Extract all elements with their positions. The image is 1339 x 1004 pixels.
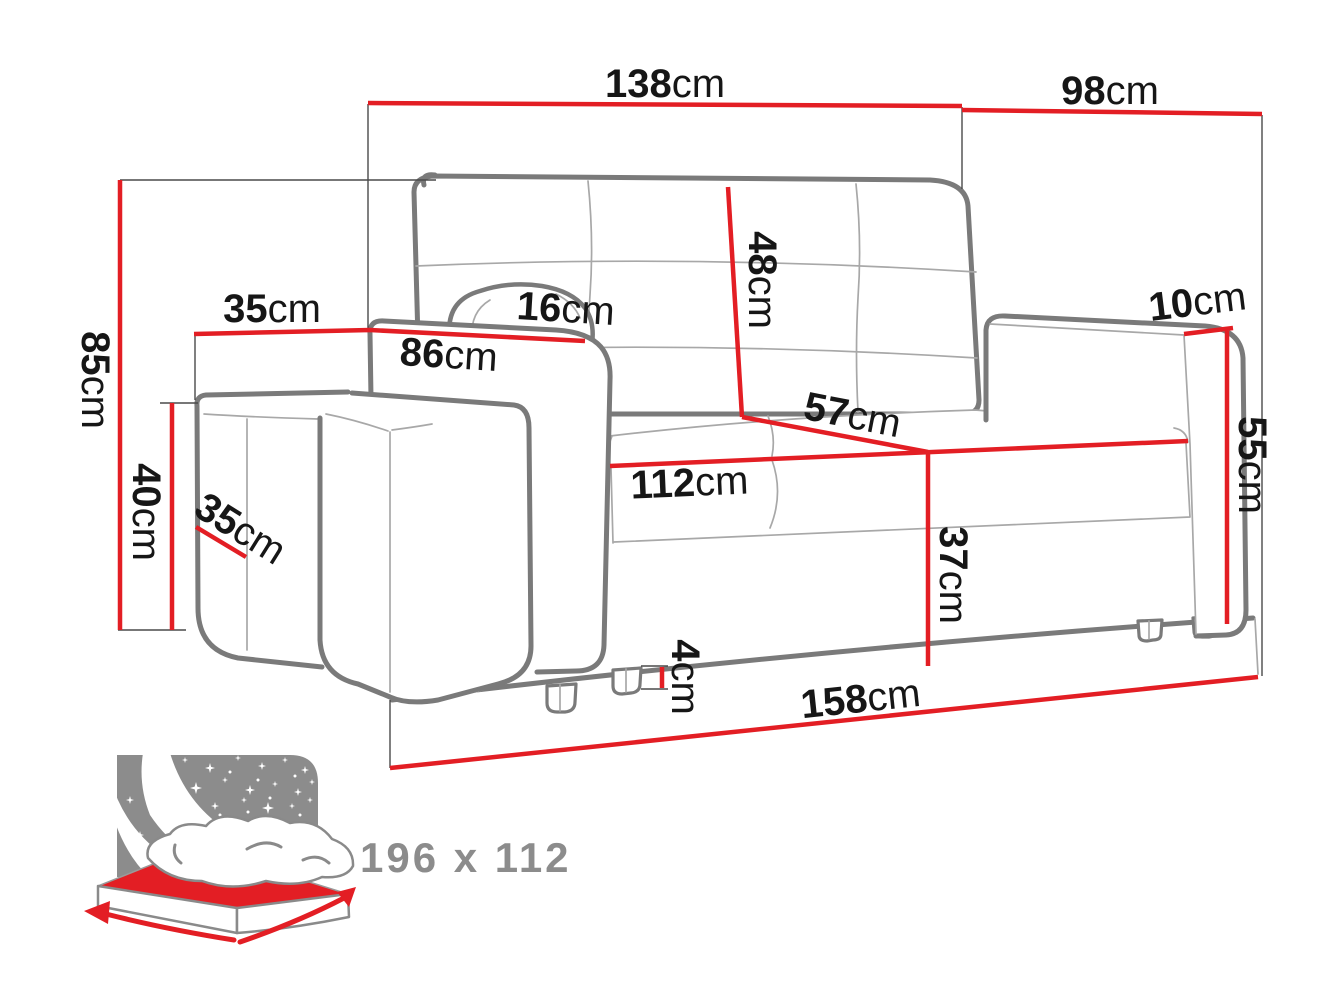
backrest-seam-v2 <box>855 183 861 413</box>
pouf-back-top-seam <box>203 413 319 420</box>
right-armrest-fill <box>986 315 1246 636</box>
dim-label-armrest-width: 16cm <box>516 284 616 334</box>
star-dot-icon <box>158 788 162 792</box>
star-dot-icon <box>298 813 302 817</box>
dim-line-base-width <box>389 674 1259 771</box>
duvet-fold-3 <box>172 843 183 865</box>
dim-label-leg-height: 4cm <box>663 639 707 715</box>
seat-fill <box>608 410 1190 542</box>
dim-label-seat-depth: 57cm <box>800 384 904 446</box>
sofa-leg-front-mid <box>611 666 643 696</box>
dim-line-width-total <box>367 100 963 109</box>
duvet-fold-1 <box>245 841 283 851</box>
seat-divider-seam <box>767 415 779 529</box>
base-right-corner <box>1254 618 1259 675</box>
base-bottom-edge <box>389 615 1256 703</box>
dim-label-seat-width: 112cm <box>630 458 750 507</box>
backrest-seam-h1 <box>415 260 977 273</box>
stars <box>122 755 315 855</box>
dim-label-width-total: 138cm <box>605 62 725 106</box>
pouf-back-fill <box>196 392 350 662</box>
sofa-bed-icon: 196 x 112 <box>84 753 572 945</box>
seat-bottom-seam <box>613 442 1191 543</box>
dim-label-right-armrest-height: 55cm <box>1230 416 1274 514</box>
pillow-fold-right <box>555 293 581 319</box>
dim-line-seat-width <box>609 438 1189 469</box>
left-armrest-outline <box>367 318 613 675</box>
star-dot-icon <box>218 813 222 817</box>
dim-line-pouf-width <box>194 525 248 559</box>
dimension-lines <box>117 100 1263 771</box>
star-dot-icon <box>268 796 272 800</box>
duvet-fold-2 <box>301 855 331 865</box>
mattress-side-right <box>235 892 351 935</box>
dim-label-depth-total: 98cm <box>1061 69 1159 113</box>
dim-line-pouf-depth-armrest <box>193 327 586 344</box>
seat-back-seam <box>609 409 1181 437</box>
sofa-leg-right-1 <box>1136 618 1164 643</box>
dim-label-height-total: 85cm <box>73 331 117 429</box>
pouf-front-fill <box>320 393 531 701</box>
pouf-front-outline <box>317 390 534 705</box>
dim-line-backrest-height <box>725 186 745 418</box>
dim-label-right-armrest-width: 10cm <box>1146 274 1248 330</box>
dim-label-seat-height: 37cm <box>931 526 975 624</box>
pouf-back-outline <box>194 389 351 670</box>
right-armrest-front-seam <box>1183 334 1197 635</box>
sofa-drawing <box>194 172 1259 714</box>
sofa-leg-front-left <box>545 682 578 714</box>
bed-width-arrow-head <box>337 887 356 907</box>
dim-label-armrest-length: 86cm <box>399 330 499 380</box>
star-dot-icon <box>293 774 297 778</box>
star-dot-icon <box>246 810 250 814</box>
backrest-corner-piping <box>421 172 438 188</box>
dim-label-pouf-height: 40cm <box>124 463 168 561</box>
star-dot-icon <box>178 793 182 797</box>
star-dot-icon <box>168 770 172 774</box>
dim-line-depth-total <box>961 107 1263 117</box>
dim-line-right-armrest-width <box>1183 325 1234 337</box>
panel-swoosh-cut-2 <box>108 778 232 878</box>
extension-lines <box>118 104 1263 768</box>
star-dot-icon <box>256 778 260 782</box>
dim-label-pouf-depth: 35cm <box>223 287 321 331</box>
right-armrest-top-seam <box>989 323 1185 336</box>
dim-line-seat-depth <box>741 414 929 455</box>
right-armrest-outline <box>983 313 1249 639</box>
bed-size-label: 196 x 112 <box>360 834 572 881</box>
bed-width-arrow <box>237 895 347 945</box>
dim-label-base-width: 158cm <box>799 671 923 727</box>
bed-length-arrow <box>103 911 237 943</box>
star-dot-icon <box>228 770 232 774</box>
pouf-front-top-seam <box>325 413 433 432</box>
duvet <box>146 814 355 888</box>
bed-length-arrow-head <box>84 901 110 924</box>
dim-label-backrest-height: 48cm <box>740 231 784 329</box>
